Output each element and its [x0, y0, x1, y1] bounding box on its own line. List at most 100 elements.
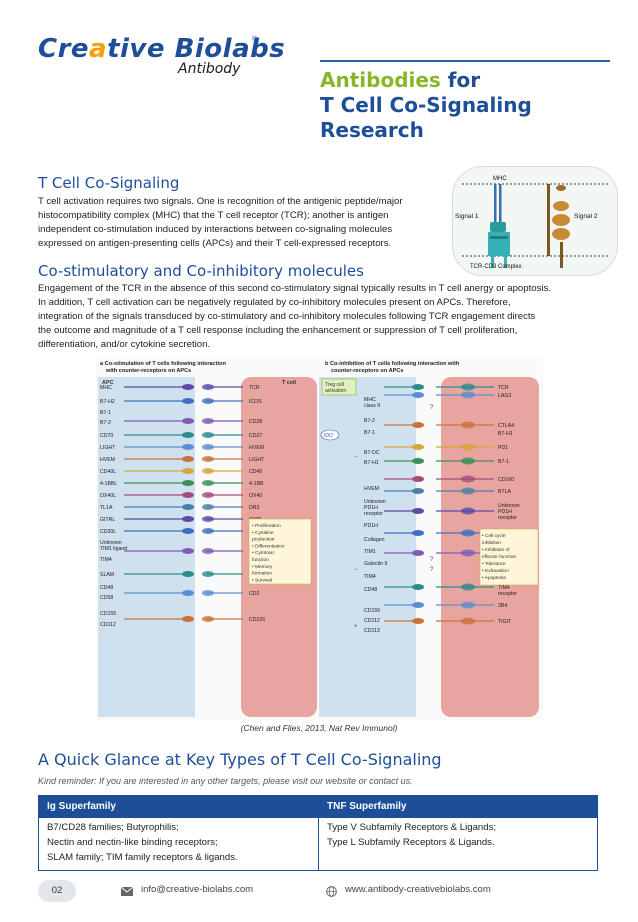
hero-title-for: for: [440, 68, 481, 92]
panel-b-ligand-label: B7-1: [364, 430, 375, 436]
footer-email-link[interactable]: info@creative-biolabs.com: [141, 884, 254, 895]
panel-b-receptor-label: BTLA: [498, 489, 512, 495]
panel-b-effect-item: • Exhaustion: [482, 568, 509, 574]
panel-b-ligand-label: PD1H: [364, 523, 378, 529]
panel-a-ligand-label: CD40L: [100, 469, 116, 475]
hero-title-line3: Research: [320, 118, 424, 142]
panel-b-ligand-label: TIM1: [364, 549, 376, 555]
panel-a-effect-item: • Proliferation: [252, 523, 281, 529]
panel-a-receptor-head: [202, 590, 214, 596]
panel-b-receptor-head: [461, 383, 475, 391]
treg-label2: activation: [325, 388, 346, 394]
panel-b-receptor-head: [461, 549, 475, 557]
panel-b-receptor-label: TIGIT: [498, 619, 512, 625]
panel-b-minus-mark: −: [354, 454, 358, 460]
hero-title: Antibodies for T Cell Co-Signaling Resea…: [320, 68, 610, 143]
mail-icon: [121, 887, 133, 896]
panel-a-ligand-head: [182, 516, 194, 522]
panel-b-receptor-head: [461, 391, 475, 399]
panel-a-ligand-head: [182, 528, 194, 534]
panel-a-ligand-label: SLAM: [100, 572, 114, 578]
panel-b-ligand-label: MHC: [364, 397, 376, 403]
panel-a-rows: MHCB7-H2B7-1B7-2CD70LIGHTHVEMCD40L4-1BBL…: [100, 384, 265, 628]
cosignaling-types-table: Ig Superfamily TNF Superfamily B7/CD28 f…: [38, 795, 598, 871]
panel-b-receptor-head: [461, 583, 475, 591]
panel-a-ligand-head: [182, 398, 194, 404]
panel-a-ligand-label: Unknown: [100, 540, 122, 546]
panel-b-ligand-head: [412, 422, 424, 428]
panel-a-ligand-label: TIM1 ligand: [100, 546, 127, 552]
panel-b-receptor-head: [461, 507, 475, 515]
panel-a-title: a Co-stimulation of T cells following in…: [100, 361, 226, 367]
panel-b-receptor-head: [461, 601, 475, 609]
panel-a-ligand-head: [182, 590, 194, 596]
panel-b-ligand-label: Galectin 9: [364, 561, 387, 567]
panel-b-ligand-head: [412, 392, 424, 398]
panel-b-receptor-head: [461, 617, 475, 625]
panel-b-ligand-label: TIM4: [364, 574, 376, 580]
panel-a-ligand-head: [182, 384, 194, 390]
panel-a-effect-item: • Cytokine: [252, 530, 274, 536]
panel-a-receptor-head: [202, 528, 214, 534]
panel-b-effect-item: • Apoptosis: [482, 575, 506, 581]
page-number: 02: [38, 880, 76, 902]
table-cell-tnf: Type V Subfamily Receptors & Ligands; Ty…: [327, 822, 497, 848]
panel-a-receptor-head: [202, 516, 214, 522]
tcell-label-a: T cell: [282, 380, 297, 386]
panel-b-ligand-label: receptor: [364, 511, 383, 517]
panel-b-ligand-head: [412, 458, 424, 464]
panel-a-effect-item: function: [252, 557, 269, 563]
hero-title-line2: T Cell Co-Signaling: [320, 93, 532, 117]
panel-a-ligand-head: [182, 456, 194, 462]
panel-b-effect-item: • Cell cycle: [482, 533, 506, 539]
panel-b-ligand-label: CD48: [364, 587, 377, 593]
panel-b-receptor-label: TCR: [498, 385, 509, 391]
panel-b-receptor-label: receptor: [498, 515, 517, 521]
panel-a-receptor-head: [202, 571, 214, 577]
glance-title: A Quick Glance at Key Types of T Cell Co…: [38, 750, 442, 769]
panel-b-ligand-head: [412, 530, 424, 536]
section-title-co-signaling: T Cell Co-Signaling: [38, 174, 180, 192]
panel-a-receptor-head: [202, 480, 214, 486]
panel-a-ligand-head: [182, 616, 194, 622]
panel-a-receptor-head: [202, 616, 214, 622]
panel-a-receptor-head: [202, 384, 214, 390]
panel-a-receptor-label: TCR: [249, 385, 260, 391]
company-logo[interactable]: Creative Biolabs ® Antibody: [38, 30, 285, 80]
panel-a-ligand-head: [182, 548, 194, 554]
panel-a-ligand-label: CD155: [100, 611, 116, 617]
panel-b-receptor-label: B7-1: [498, 459, 509, 465]
panel-a-effect-item: • Memory: [252, 564, 273, 570]
panel-a-receptor-head: [202, 444, 214, 450]
panel-a-receptor-label: HVEM: [249, 445, 264, 451]
panel-b-title: b Co-inhibition of T cells following int…: [325, 361, 460, 367]
panel-a-ligand-label: CD112: [100, 622, 116, 628]
treg-label: Treg cell: [325, 382, 344, 388]
panel-b-minus-mark: −: [354, 567, 358, 573]
panel-b-ligand-label: PD1H: [364, 505, 378, 511]
panel-b-title2: counter-receptors on APCs: [331, 368, 404, 374]
panel-b-receptor-head: [461, 421, 475, 429]
panel-b-ligand-head: [412, 384, 424, 390]
panel-b-ligand-label: HVEM: [364, 486, 379, 492]
panel-a-receptor-head: [202, 468, 214, 474]
panel-b-ligand-head: [412, 488, 424, 494]
panel-b-ligand-head: [412, 602, 424, 608]
tcr-complex-label: TCR-CD3 Complex: [470, 264, 522, 270]
panel-a-receptor-label: 4-1BB: [249, 481, 264, 487]
panel-a-ligand-label: TL1A: [100, 505, 113, 511]
panel-a-receptor-label: ICOS: [249, 399, 262, 405]
panel-a-receptor-head: [202, 432, 214, 438]
panel-a-ligand-head: [182, 418, 194, 424]
panel-a-effects-box: [248, 518, 312, 585]
panel-a-receptor-head: [202, 492, 214, 498]
panel-a-ligand-label: HVEM: [100, 457, 115, 463]
panel-b-receptor-label: CD160: [498, 477, 514, 483]
panel-a-title2: with counter-receptors on APCs: [105, 368, 191, 374]
table-header-tnf: TNF Superfamily: [319, 796, 597, 818]
footer-website-link[interactable]: www.antibody-creativebiolabs.com: [345, 884, 491, 895]
globe-icon: [326, 886, 337, 897]
panel-a-ligand-label: B7-H2: [100, 399, 115, 405]
panel-b-receptor-head: [461, 475, 475, 483]
logo-wordmark: Creative Biolabs: [38, 34, 286, 64]
